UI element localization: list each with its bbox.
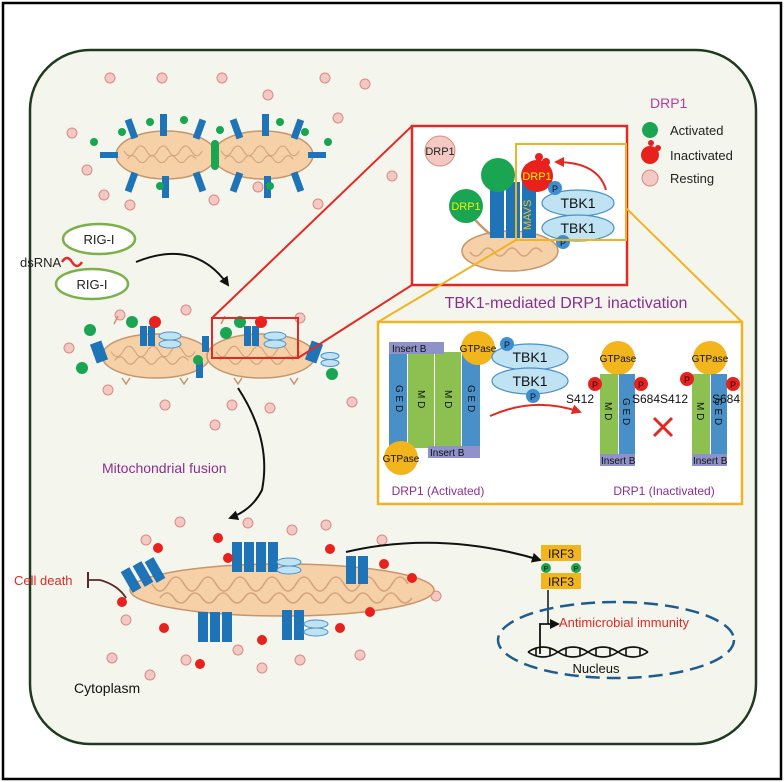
p-label-9: P [544,566,549,573]
dna-helix-icon [527,646,649,658]
nucleus-label: Nucleus [573,661,620,676]
p-label-6: P [638,380,644,390]
resting-drp1-circle [424,135,456,167]
s412-label-2: S412 [660,392,688,406]
s684-label-1: S684 [632,392,660,406]
irf3-top-label: IRF3 [548,547,574,561]
irf3-bottom-label: IRF3 [548,575,574,589]
drp1-activated-caption: DRP1 (Activated) [392,484,485,498]
p-label-7: P [684,375,690,385]
legend-title: DRP1 [650,95,688,111]
p-label-4: P [530,392,536,402]
ged-label-left: G E D [393,385,404,412]
yellow-mechanism-panel: Insert B Insert B GTPase GTPase G E D M … [376,320,744,506]
rig-i-label-2: RIG-I [76,277,107,292]
fusion-arrow [228,387,266,520]
p-label-5: P [592,380,598,390]
inactivated-drp1-circle [521,160,553,192]
p-label-2: P [560,238,566,248]
yellow-line-left [377,239,517,323]
mavs-label: MAVS [522,200,534,230]
rig-i-label-1: RIG-I [83,232,114,247]
ged-inact2: G E D [712,398,723,425]
antimicrobial-label: Antimicrobial immunity [559,615,690,630]
tbk1-label-a: TBK1 [560,195,595,211]
legend-inactivated: Inactivated [670,148,733,163]
legend-resting: Resting [670,171,714,186]
mechanism-title: TBK1-mediated DRP1 inactivation [445,295,688,312]
insert-b-inact1: Insert B [601,456,636,467]
s412-label-1: S412 [566,392,594,406]
activation-arrow [135,252,230,287]
p-label-1: P [552,184,558,194]
inactivated-drp1-label: DRP1 [522,171,551,183]
resting-drp1-label: DRP1 [425,146,454,158]
p-label-3: P [504,340,510,350]
legend-activated: Activated [670,123,723,138]
gtpase-inact1-label: GTPase [600,354,637,365]
inactivation-arrow [489,403,582,417]
cell-death-inhibition [88,579,127,599]
dsrna-strand [60,256,84,268]
mech-tbk1-b: TBK1 [512,373,547,389]
fused-mitochondrion [117,533,435,669]
phosphorylation-arrow [554,157,607,191]
activated-drp1-label: DRP1 [451,201,480,213]
activated-drp1-circle [449,189,483,223]
md-inact2: M D [694,402,705,420]
zoom-source-box [211,317,299,359]
gtpase-bottom-label: GTPase [383,454,420,465]
red-zoom-panel: DRP1 DRP1 DRP1 MAVS TBK1 TBK1 P P [410,124,629,287]
yellow-source-box [515,143,627,241]
yellow-line-right [625,207,743,323]
legend: DRP1 Activated Inactivated Resting [641,95,733,187]
cell-death-label: Cell death [14,573,73,588]
ged-inact1: G E D [620,398,631,425]
ged-label-right: G E D [465,385,476,412]
irf3-dimer: IRF3 P P IRF3 [541,545,581,589]
gtpase-inact2-label: GTPase [692,354,729,365]
cross-icon [652,416,674,438]
nucleus: Antimicrobial immunity Nucleus [496,600,736,680]
mech-tbk1-a: TBK1 [512,349,547,365]
mitochondrial-fusion-label: Mitochondrial fusion [102,460,227,476]
resting-drp1-dots [63,72,442,681]
s684-label-2: S684 [712,392,740,406]
md-inact1: M D [602,402,613,420]
md-label-right: M D [442,390,453,408]
p-label-8: P [730,380,736,390]
insert-b-inact2: Insert B [693,456,728,467]
insert-b-top: Insert B [392,344,427,355]
dsrna-label: dsRNA [20,255,62,270]
resting-mitochondria [90,114,332,198]
zoom-line-bottom [297,284,413,359]
insert-b-bottom: Insert B [430,448,465,459]
zoom-line-top [211,125,413,319]
drp1-inactivated-caption: DRP1 (Inactivated) [613,484,714,498]
activated-mitochondria [76,315,340,386]
p-label-10: P [574,566,579,573]
gtpase-top-label: GTPase [460,344,497,355]
transcription-arrow [539,619,560,654]
md-label-left: M D [415,390,426,408]
tbk1-label-b: TBK1 [560,220,595,236]
cytoplasm-label: Cytoplasm [74,680,140,696]
rig-i-group: RIG-I RIG-I dsRNA [20,222,137,301]
signal-arrow [345,541,542,563]
